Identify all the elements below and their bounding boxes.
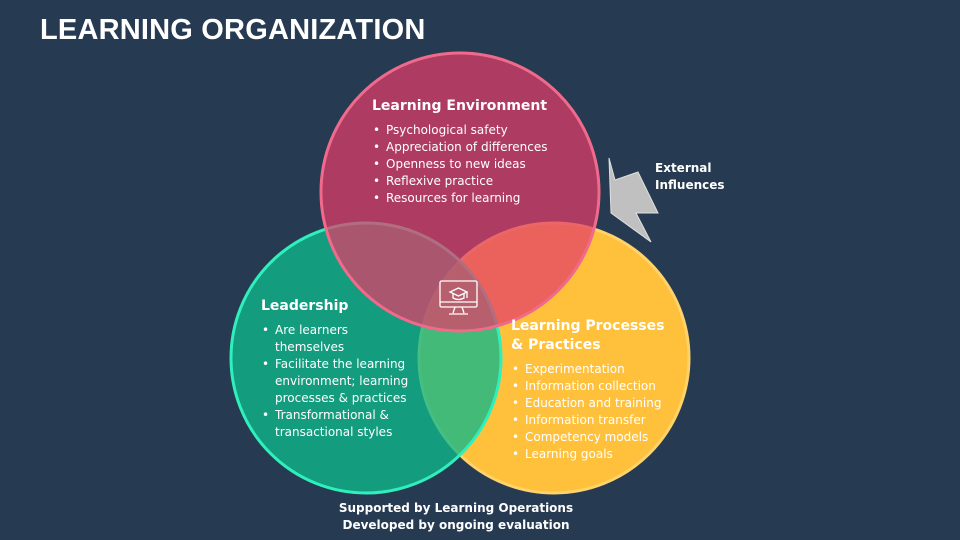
computer-graduation-cap-icon — [439, 280, 478, 315]
list-item: Education and training — [512, 395, 671, 412]
list-item: Psychological safety — [373, 122, 547, 139]
list-item: Facilitate the learning environment; lea… — [262, 356, 411, 407]
processes-heading: Learning Processes & Practices — [511, 318, 665, 353]
learning-processes-block: Learning Processes & Practices Experimen… — [511, 317, 671, 463]
external-influences-label: External Influences — [655, 161, 725, 192]
learning-environment-block: Learning Environment Psychological safet… — [372, 97, 547, 207]
list-item: Experimentation — [512, 361, 671, 378]
footer-line-1: Supported by Learning Operations — [338, 501, 574, 515]
list-item: Openness to new ideas — [373, 156, 547, 173]
list-item: Competency models — [512, 429, 671, 446]
list-item: Learning goals — [512, 446, 671, 463]
list-item: Transformational & transactional styles — [262, 407, 411, 441]
footer-notes: Supported by Learning Operations Develop… — [0, 500, 912, 534]
external-influences-arrow — [608, 157, 659, 243]
list-item: Are learners themselves — [262, 322, 411, 356]
list-item: Appreciation of differences — [373, 139, 548, 156]
leadership-block: Leadership Are learners themselves Facil… — [261, 297, 411, 441]
list-item: Reflexive practice — [373, 173, 547, 190]
leadership-heading: Leadership — [261, 298, 349, 314]
footer-line-2: Developed by ongoing evaluation — [342, 518, 570, 532]
page-title: LEARNING ORGANIZATION — [40, 14, 426, 46]
list-item: Information collection — [512, 378, 671, 395]
list-item: Information transfer — [512, 412, 671, 429]
environment-heading: Learning Environment — [372, 98, 548, 114]
list-item: Resources for learning — [373, 190, 547, 207]
